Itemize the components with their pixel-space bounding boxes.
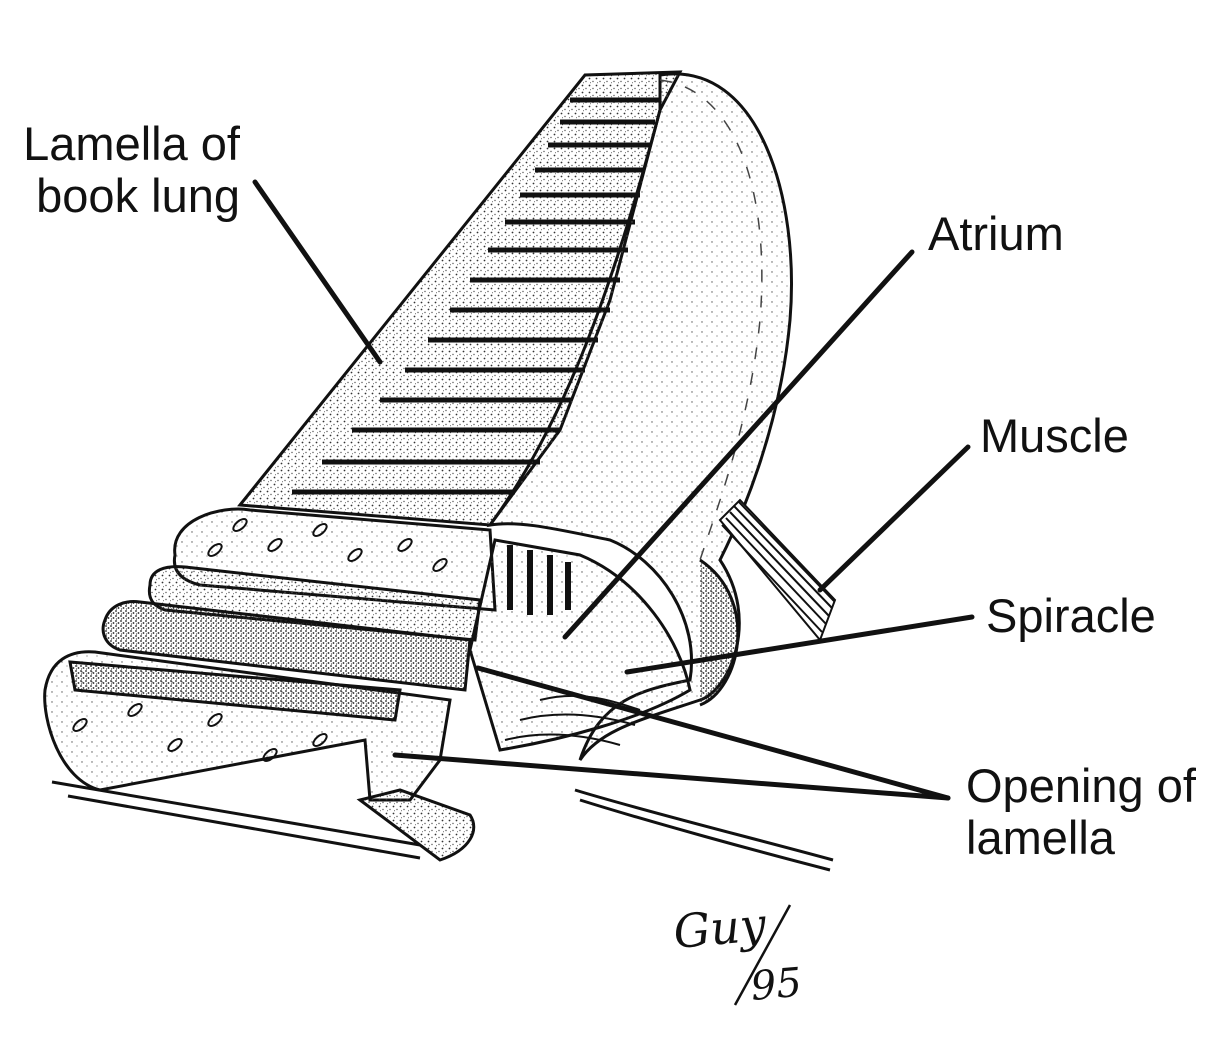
leader-lines — [252, 179, 975, 801]
label-muscle: Muscle — [980, 409, 1129, 462]
label-opening-of-lamella: Opening of lamella — [966, 760, 1196, 864]
front-lamellae — [43, 507, 497, 862]
label-lamella-of-book-lung: Lamella of book lung — [4, 118, 240, 222]
label-opening-line-2: lamella — [966, 811, 1115, 864]
leader-line-opening-upper — [475, 665, 951, 801]
leader-line-atrium — [562, 249, 915, 640]
atrial-wall — [486, 72, 793, 761]
label-lamella-line-1: Lamella of — [23, 117, 240, 170]
body-wall-lines — [51, 780, 834, 872]
atrium-chamber — [468, 538, 692, 752]
label-lamella-line-2: book lung — [36, 169, 240, 222]
label-atrium: Atrium — [928, 207, 1064, 260]
leader-line-opening-lower — [392, 752, 951, 801]
lamella-pores — [72, 518, 448, 762]
leader-line-lamella — [252, 179, 383, 365]
muscle-bundle — [718, 498, 837, 642]
leader-line-muscle — [817, 444, 971, 593]
artist-signature: Guy 95 — [671, 897, 803, 1010]
label-opening-line-1: Opening of — [966, 759, 1196, 812]
svg-text:95: 95 — [749, 960, 804, 1010]
leader-line-spiracle — [624, 614, 975, 675]
svg-text:Guy: Guy — [671, 897, 769, 959]
label-spiracle: Spiracle — [986, 589, 1156, 642]
